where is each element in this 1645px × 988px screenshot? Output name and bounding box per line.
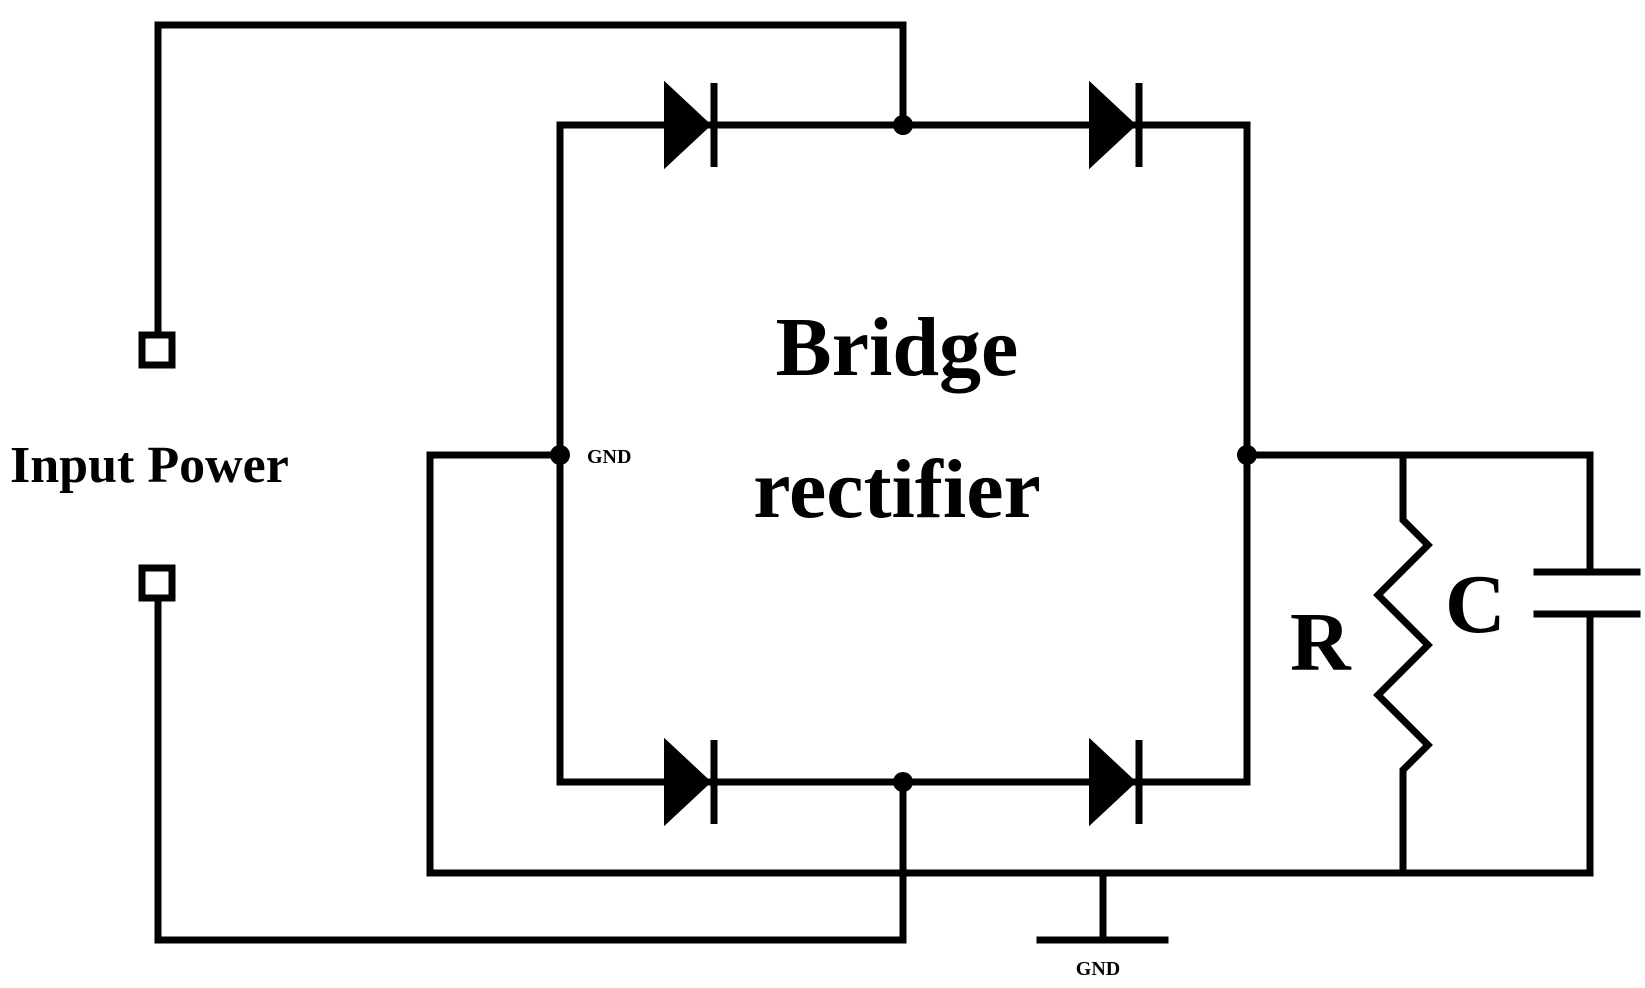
input-terminal-bottom [138,564,176,602]
gnd-node-label: GND [587,446,631,468]
resistor-label: R [1290,596,1352,689]
title-line1: Bridge [776,301,1019,394]
input-terminal-top [138,331,176,369]
output-wire [1243,451,1594,877]
node-bottom [893,772,913,792]
diode-bottom-left [664,737,718,827]
input-top-wire [154,21,907,339]
node-top [893,115,913,135]
diode-top-right [1089,80,1143,170]
input-power-label: Input Power [10,437,289,494]
node-right [1237,445,1257,465]
title-line2: rectifier [753,443,1041,536]
gnd-bottom-label: GND [1076,958,1120,980]
gnd-return-wire [426,451,1594,877]
diode-bottom-right [1089,737,1143,827]
diode-top-left [664,80,718,170]
capacitor-gap [1580,572,1604,614]
resistor [1373,451,1433,877]
node-left [550,445,570,465]
capacitor-label: C [1445,558,1506,651]
input-bottom-wire [154,586,907,944]
